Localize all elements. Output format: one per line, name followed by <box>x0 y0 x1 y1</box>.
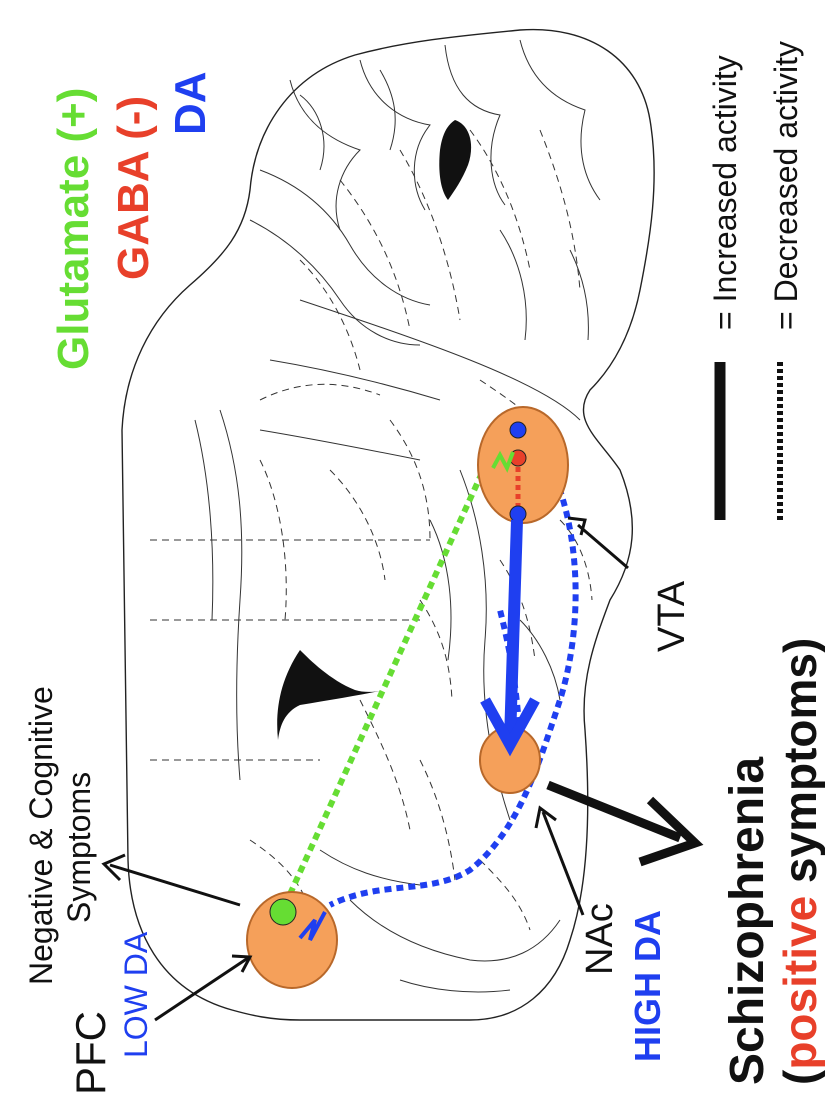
schizophrenia-rest: symptoms) <box>774 638 825 896</box>
nac-level-label: HIGH DA <box>627 910 668 1062</box>
schizophrenia-open-paren: ( <box>774 1069 825 1085</box>
schizophrenia-title: Schizophrenia <box>721 757 774 1085</box>
da-mesocortical-pathway <box>330 455 576 905</box>
schizophrenia-subtitle: (positive symptoms) <box>774 638 825 1085</box>
pfc-label: PFC <box>67 1011 114 1095</box>
da-mesolimbic-pathway <box>510 520 517 740</box>
legend-glutamate: Glutamate (+) <box>49 88 98 370</box>
legend-decreased: = Decreased activity <box>768 41 804 330</box>
negative-symptoms-line1: Negative & Cognitive <box>23 686 59 985</box>
pfc-glutamate-neuron-dot <box>270 899 296 925</box>
negative-symptoms-line2: Symptoms <box>61 772 97 923</box>
pfc-level-label: LOW DA <box>118 931 154 1058</box>
nac-label: NAc <box>579 903 621 975</box>
da-neuron-dot-bottom <box>510 506 526 522</box>
vta-label: VTA <box>651 580 693 652</box>
brain-outline <box>122 30 654 1020</box>
legend-da: DA <box>166 71 215 135</box>
schizophrenia-positive: positive <box>774 896 825 1070</box>
legend-gaba: GABA (-) <box>109 96 158 280</box>
legend-increased: = Increased activity <box>707 55 743 330</box>
da-neuron-dot-top <box>510 422 526 438</box>
